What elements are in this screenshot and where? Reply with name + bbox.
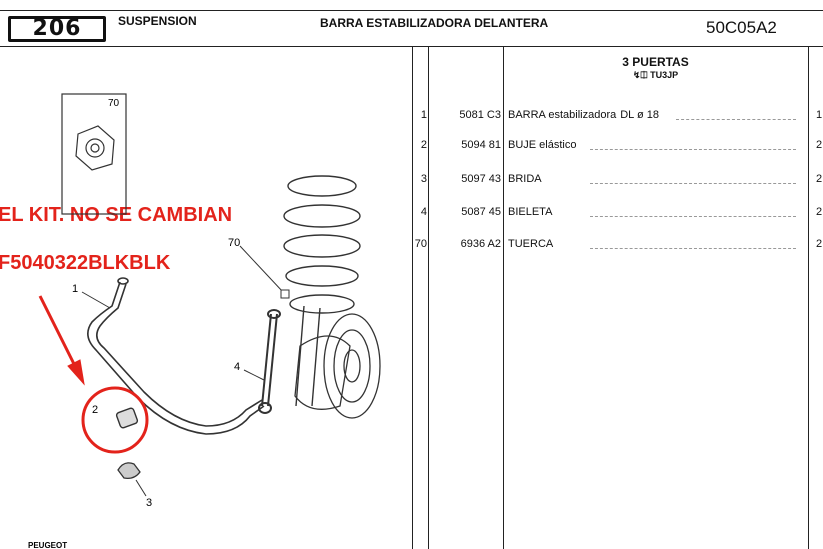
leader-line [243,369,265,381]
nut-marker [280,289,290,299]
wheel-hub [294,313,381,419]
inset-label: 70 [108,98,120,109]
stabilizer-link [258,309,281,414]
row-index: 4 [420,206,427,218]
brand-footer: PEUGEOT [28,541,67,549]
part-description: BUJE elástico [508,136,576,154]
annotation-line-2: F5040322BLKBLK [0,252,171,274]
dotted-leader [590,248,796,249]
section-label: SUSPENSION [118,14,197,28]
quantity: 2 [816,139,823,151]
row-index: 2 [420,139,427,151]
dotted-leader [676,119,796,120]
row-index: 70 [414,238,427,250]
stabilizer-bar [87,277,265,435]
bushing-icon [115,407,139,429]
part-reference: 5087 45 [461,206,501,218]
table-divider [503,46,504,549]
quantity: 2 [816,238,823,250]
part-description: BRIDA [508,170,542,188]
inset-frame [61,93,127,215]
highlight-circle [81,386,149,454]
engine-symbol-icon: ↯⎅ [632,70,651,80]
leader-line [135,479,147,497]
label-4: 4 [234,361,240,373]
dotted-leader [590,216,796,217]
dotted-leader [590,183,796,184]
page-title: BARRA ESTABILIZADORA DELANTERA [320,16,549,30]
red-arrow [38,295,85,386]
part-name: BUJE elástico [508,139,577,151]
part-name: BARRA estabilizadora [508,109,617,121]
dotted-leader [590,149,796,150]
label-70: 70 [228,237,240,249]
leader-line [239,245,284,293]
part-description: TUERCA [508,235,553,253]
label-2: 2 [92,404,98,416]
catalog-code: 50C05A2 [706,18,777,37]
header-bottom-line [0,46,823,47]
clamp-icon [117,462,141,480]
part-reference: 5094 81 [461,139,501,151]
table-divider [428,46,429,549]
row-index: 1 [420,109,427,121]
quantity: 2 [816,173,823,185]
column-header: 3 PUERTAS [622,55,689,69]
suspension-diagram: 70 70 4 1 [28,93,381,549]
leader-line [81,291,111,309]
part-name: TUERCA [508,238,554,250]
table-divider [808,46,809,549]
part-reference: 5097 43 [461,173,501,185]
part-description: BIELETA [508,203,552,221]
model-logo: 206 [8,16,106,42]
label-1: 1 [72,283,78,295]
table-divider [412,46,413,549]
engine-code: TU3JP [650,70,679,80]
column-subheader: ↯⎅ TU3JP [503,70,808,81]
row-index: 3 [420,173,427,185]
quantity: 1 [816,109,823,121]
nut-icon [75,125,115,171]
part-reference: 6936 A2 [460,238,501,250]
part-reference: 5081 C3 [459,109,501,121]
header-top-line [0,10,823,11]
label-3: 3 [146,497,152,509]
part-name: BIELETA [508,206,553,218]
annotation-line-1: EL KIT. NO SE CAMBIAN [0,204,233,226]
part-name: BRIDA [508,173,542,185]
part-spec: DL ø 18 [620,109,659,121]
quantity: 2 [816,206,823,218]
coil-spring [283,175,361,407]
